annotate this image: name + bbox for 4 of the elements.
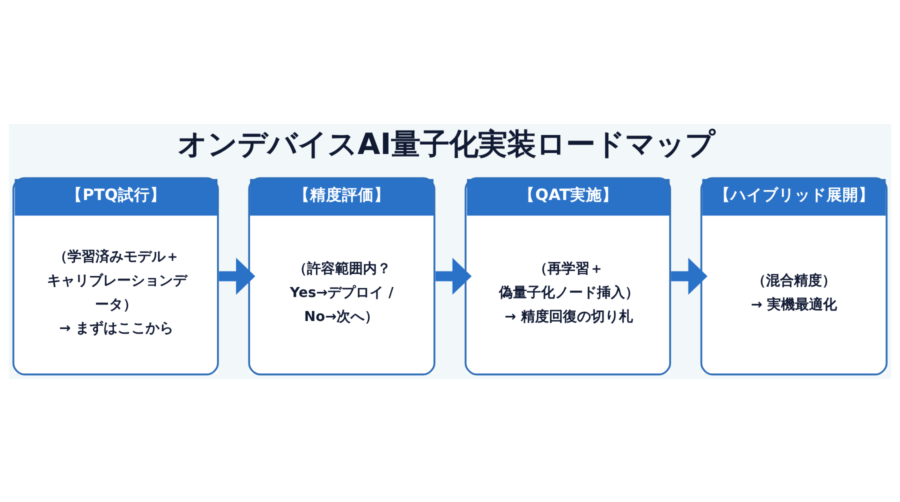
arrow — [436, 257, 472, 294]
diagram-title: オンデバイスAI量子化実装ロードマップ — [178, 126, 716, 160]
arrow — [671, 257, 708, 294]
arrow — [218, 257, 256, 294]
